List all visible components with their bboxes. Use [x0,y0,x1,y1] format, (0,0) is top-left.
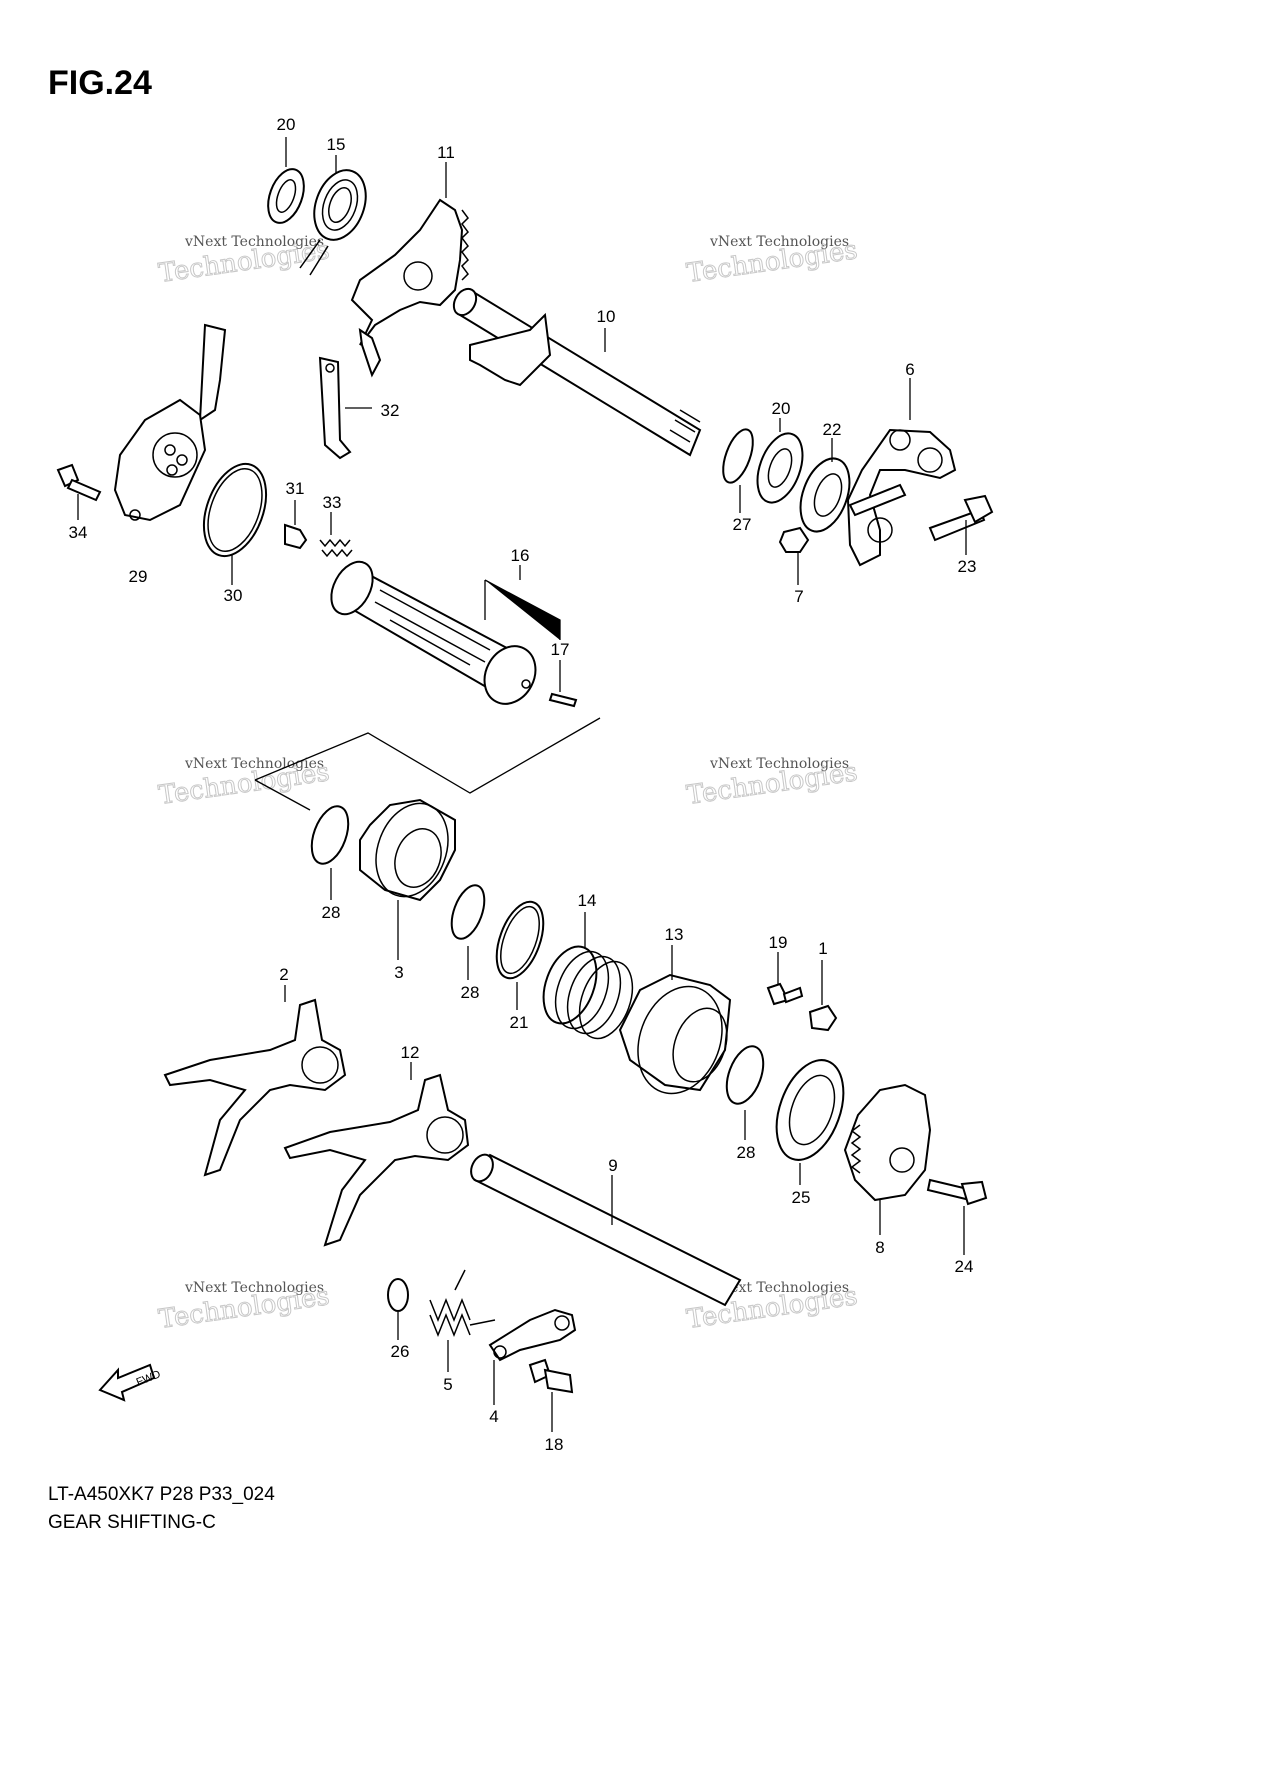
part-22-bearing [799,438,851,533]
fwd-arrow-icon: FWD [98,1363,162,1402]
part-9-fork-shaft [470,1153,742,1307]
callout-15: 15 [327,135,346,154]
part-7-nut [778,526,810,585]
callout-2: 2 [279,965,288,984]
svg-text:vNext Technologies: vNext Technologies [709,1280,849,1296]
part-1-washer [808,960,838,1032]
part-15-spring [299,155,367,276]
callout-31: 30 [224,586,243,605]
callout-12: 12 [401,1043,420,1062]
part-6-bracket [846,378,957,567]
part-20-washer-mid [756,418,804,504]
callout-33: 33 [323,493,342,512]
svg-text:vNext Technologies: vNext Technologies [709,756,849,772]
part-6-bracket-screw [848,483,907,517]
part-20-washer-top [267,137,305,224]
part-26-washer [387,1278,409,1340]
part-13-cam-plate [618,945,732,1095]
callout-30: 31 [286,479,305,498]
part-2-shift-fork [163,985,347,1177]
part-25-bearing [775,1059,845,1185]
callout-11: 11 [437,143,455,162]
part-8-gear [843,1083,932,1235]
assembly-bracket-lines [254,717,601,811]
part-3-cam [359,798,456,960]
callout-6: 6 [905,360,914,379]
callout-18: 18 [545,1435,564,1454]
part-10-shift-shaft [452,287,702,457]
part-29-cover [113,323,227,522]
part-12-shift-fork [283,1062,470,1247]
part-30-detent-pin [284,500,308,550]
part-32-guide-pin [318,356,372,460]
part-17-pin [548,660,578,708]
callout-10: 10 [597,307,616,326]
callout-19: 19 [769,933,788,952]
svg-text:vNext Technologies: vNext Technologies [709,234,849,250]
callout-7: 7 [794,587,803,606]
svg-text:vNext Technologies: vNext Technologies [184,1280,324,1296]
watermark-mid-left: vNext Technologies Technologies [156,756,332,811]
part-24-bolt [926,1178,988,1255]
callout-8: 8 [875,1238,884,1257]
callout-9: 9 [608,1156,617,1175]
part-28-circlip-a [310,805,350,900]
part-21-washer [495,900,545,1010]
part-14-spring [542,912,634,1040]
figure-title: FIG.24 [48,64,152,102]
part-5-spring [429,1269,496,1372]
callout-20-top: 20 [277,115,296,134]
part-18-bolt [528,1358,574,1432]
callout-28-b: 28 [461,983,480,1002]
callout-25: 25 [792,1188,811,1207]
part-28-circlip-c [725,1045,765,1140]
callout-29: 29 [129,567,148,586]
part-31-o-ring [202,462,268,585]
callout-24: 24 [955,1257,974,1276]
callout-34: 34 [69,523,88,542]
caption-model-code: LT-A450XK7 P28 P33_024 [48,1484,275,1505]
watermark-low-left: vNext Technologies Technologies [156,1280,332,1335]
callout-26: 26 [391,1342,410,1361]
callout-16: 16 [511,546,530,565]
part-33-detent-spring [319,512,353,558]
callout-20-mid: 20 [772,399,791,418]
callout-21: 21 [510,1013,529,1032]
part-19-screw [766,952,804,1006]
callout-27: 27 [733,515,752,534]
callout-14: 14 [578,891,597,910]
callout-17: 17 [551,640,570,659]
svg-text:vNext Technologies: vNext Technologies [184,756,324,772]
callout-28-c: 28 [737,1143,756,1162]
callout-32: 32 [381,401,400,420]
callout-3: 3 [394,963,403,982]
part-16-shift-drum [330,560,561,705]
callout-labels: 20 15 11 10 32 6 20 22 31 33 34 29 30 27… [69,115,977,1454]
part-4-stopper-arm [488,1308,577,1405]
watermark-mid-right: vNext Technologies Technologies [684,756,860,811]
callout-22: 22 [823,420,842,439]
callout-13: 13 [665,925,684,944]
part-28-circlip-b [450,884,486,980]
part-27-circlip [722,428,754,513]
part-23-bolt [928,494,994,555]
part-34-bolt [56,463,102,520]
callout-28-a: 28 [322,903,341,922]
watermark-top-right: vNext Technologies Technologies [684,234,860,289]
part-11-shift-arm [350,162,469,378]
callout-4: 4 [489,1407,498,1426]
callout-1: 1 [818,939,827,958]
caption-assembly-name: GEAR SHIFTING-C [48,1512,216,1533]
callout-5: 5 [443,1375,452,1394]
callout-23: 23 [958,557,977,576]
svg-text:vNext Technologies: vNext Technologies [184,234,324,250]
